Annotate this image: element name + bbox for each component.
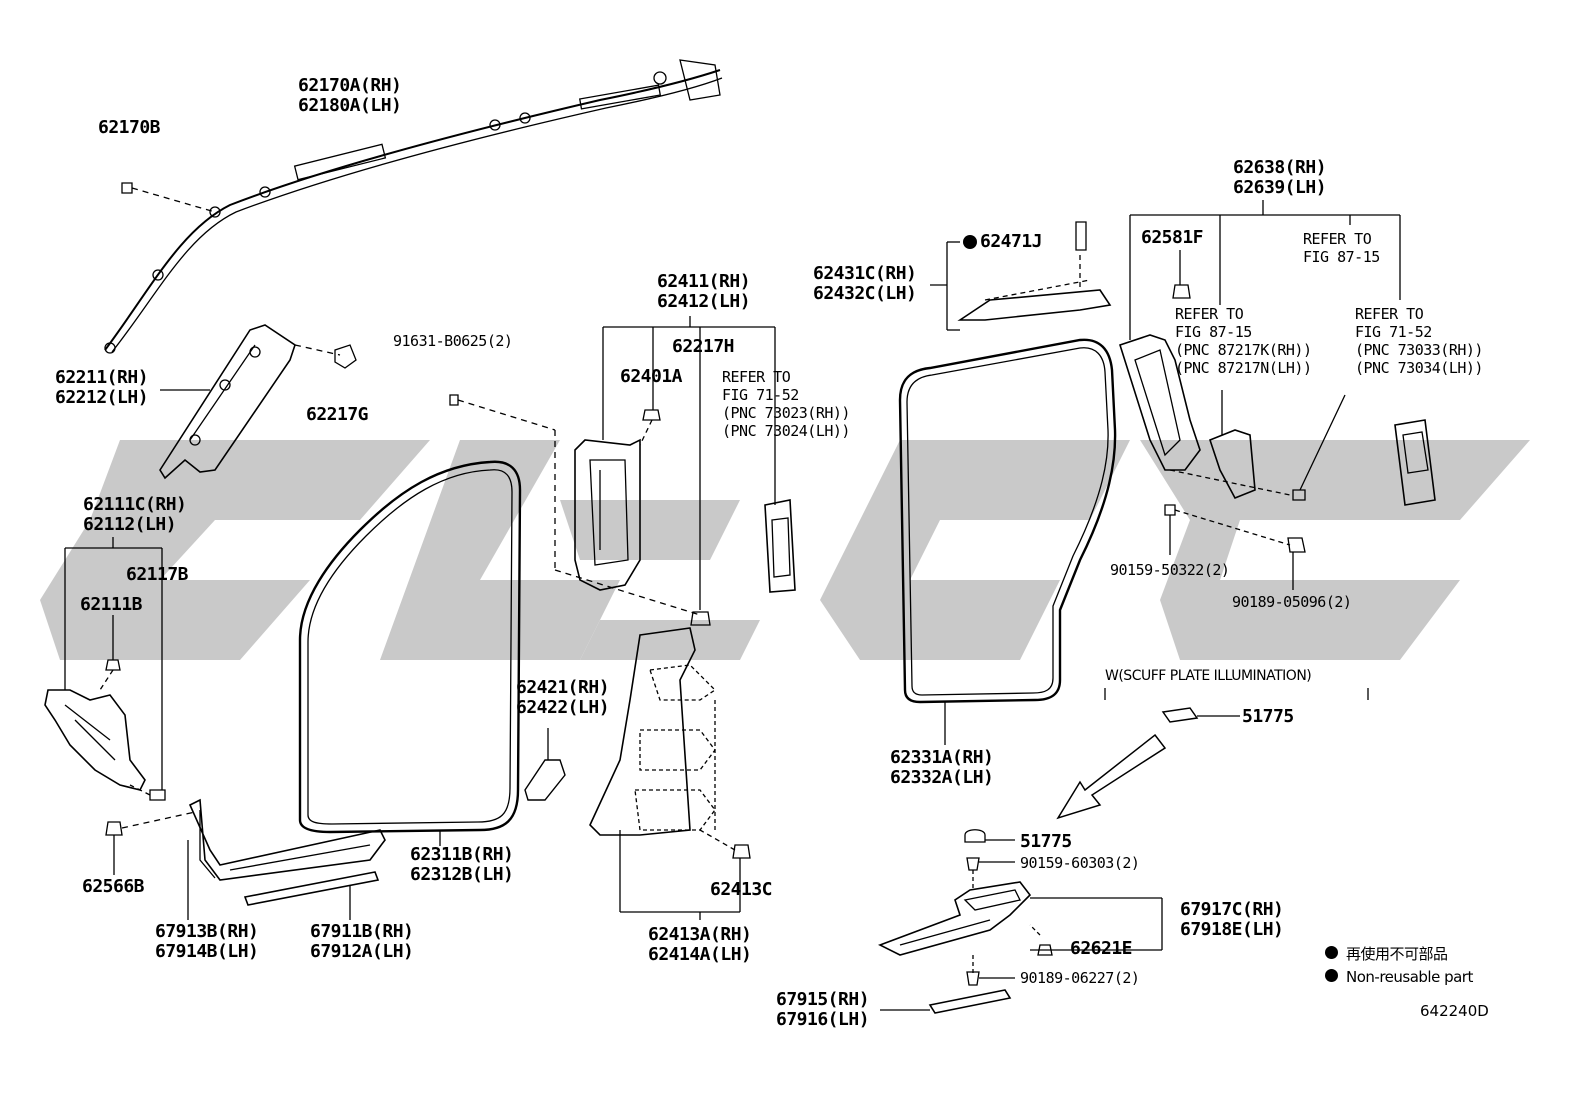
legend-dot-en	[1325, 969, 1338, 982]
label-62111b: 62111B	[80, 594, 143, 615]
label-62638: 62638(RH) 62639(LH)	[1233, 157, 1327, 198]
figure-code: 642240D	[1420, 1002, 1489, 1020]
cowl-side-trim	[44, 659, 166, 801]
legend-jp: 再使用不可部品	[1346, 945, 1448, 963]
label-51775-a: 51775	[1242, 706, 1294, 727]
label-scuff-plate-illumination: W(SCUFF PLATE ILLUMINATION)	[1105, 668, 1312, 684]
label-62117b: 62117B	[126, 564, 189, 585]
rear-door-weatherstrip	[898, 338, 1117, 745]
label-62413c: 62413C	[710, 879, 773, 900]
label-67917c: 67917C(RH) 67918E(LH)	[1180, 899, 1284, 940]
label-62217h: 62217H	[672, 336, 735, 357]
clip-62566b	[105, 811, 196, 875]
a-pillar-garnish	[159, 324, 357, 480]
roof-side-rail	[957, 221, 1112, 321]
bolt-62170b	[121, 182, 216, 213]
label-90189-05096: 90189-05096(2)	[1232, 593, 1352, 611]
label-62170a: 62170A(RH) 62180A(LH)	[298, 75, 402, 116]
label-91631: 91631-B0625(2)	[393, 332, 513, 350]
label-62401a: 62401A	[620, 366, 683, 387]
label-refer-71-52-a: REFER TO FIG 71-52 (PNC 73023(RH)) (PNC …	[722, 368, 850, 440]
label-62431c: 62431C(RH) 62432C(LH)	[813, 263, 917, 304]
arrow	[1056, 733, 1167, 820]
small-cover-62421	[524, 728, 566, 801]
label-62170b: 62170B	[98, 117, 161, 138]
front-scuff-plate	[187, 798, 386, 920]
c-pillar-garnish	[1119, 284, 1201, 471]
front-door-weatherstrip	[298, 460, 522, 834]
rear-scuff-plate	[878, 881, 1032, 956]
label-62111c: 62111C(RH) 62112(LH)	[83, 494, 187, 535]
non-reusable-dot	[963, 235, 977, 249]
label-62621e: 62621E	[1070, 938, 1133, 959]
legend-en: Non-reusable part	[1346, 968, 1473, 986]
legend-dot-jp	[1325, 946, 1338, 959]
label-67913b: 67913B(RH) 67914B(LH)	[155, 921, 259, 962]
label-67915: 67915(RH) 67916(LH)	[776, 989, 870, 1030]
seat-belt-cover-b	[1394, 419, 1436, 506]
front-scuff-strip	[243, 871, 380, 920]
seat-belt-cover-a	[764, 499, 796, 593]
label-67911b: 67911B(RH) 67912A(LH)	[310, 921, 414, 962]
label-refer-71-52-b: REFER TO FIG 71-52 (PNC 73033(RH)) (PNC …	[1355, 305, 1483, 377]
label-62421: 62421(RH) 62422(LH)	[516, 677, 610, 718]
label-refer-87-15-a: REFER TO FIG 87-15	[1303, 230, 1380, 266]
label-90189-06227: 90189-06227(2)	[1020, 969, 1140, 987]
label-62331a: 62331A(RH) 62332A(LH)	[890, 747, 994, 788]
watermark-logo	[40, 440, 1530, 660]
label-62413a: 62413A(RH) 62414A(LH)	[648, 924, 752, 965]
label-62211: 62211(RH) 62212(LH)	[55, 367, 149, 408]
label-62581f: 62581F	[1141, 227, 1204, 248]
label-62311b: 62311B(RH) 62312B(LH)	[410, 844, 514, 885]
label-refer-87-15-b: REFER TO FIG 87-15 (PNC 87217K(RH)) (PNC…	[1175, 305, 1312, 377]
label-62411: 62411(RH) 62412(LH)	[657, 271, 751, 312]
label-51775-b: 51775	[1020, 831, 1072, 852]
rear-scuff-strip	[880, 989, 1012, 1014]
label-90159-50322: 90159-50322(2)	[1110, 561, 1230, 579]
label-62566b: 62566B	[82, 876, 145, 897]
label-90159-60303: 90159-60303(2)	[1020, 854, 1140, 872]
curtain-airbag	[104, 59, 723, 354]
label-62471j: 62471J	[980, 231, 1043, 252]
seat-belt-guide	[1169, 390, 1346, 501]
b-pillar-upper-garnish	[574, 438, 641, 591]
label-62217g: 62217G	[306, 404, 369, 425]
b-pillar-lower-garnish	[589, 627, 751, 859]
